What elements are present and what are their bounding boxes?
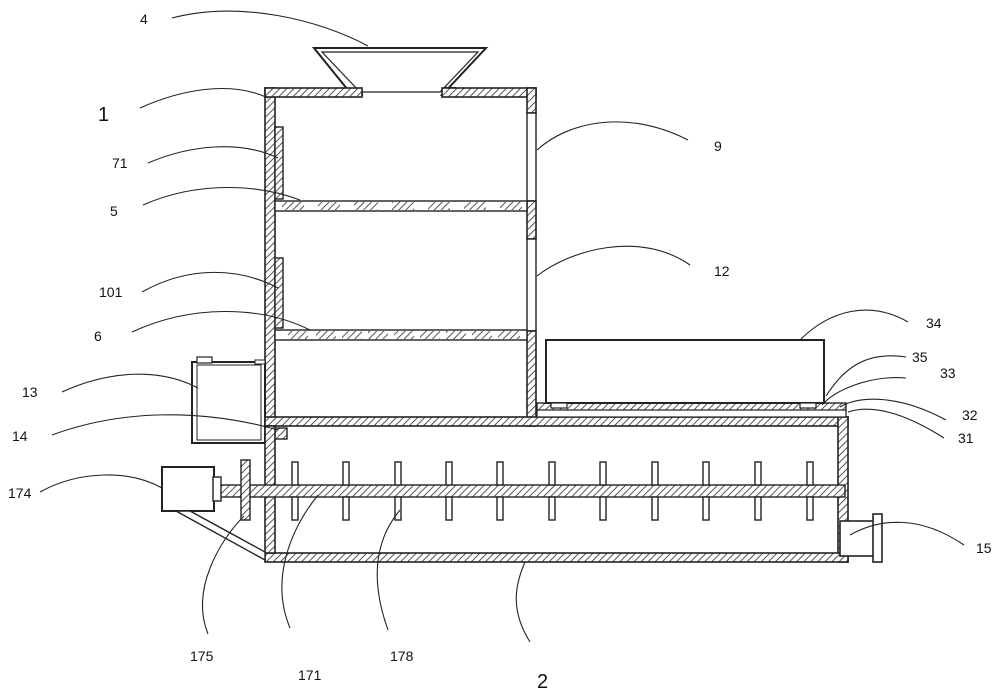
side-box-13 bbox=[191, 356, 266, 444]
label-171: 171 bbox=[298, 667, 322, 683]
door-9 bbox=[526, 112, 537, 202]
tower-right-wall-upper bbox=[526, 87, 537, 114]
label-13: 13 bbox=[22, 384, 38, 400]
motor-174 bbox=[161, 466, 266, 562]
paddles-178 bbox=[291, 461, 814, 521]
label-5: 5 bbox=[110, 203, 118, 219]
label-31: 31 bbox=[958, 430, 974, 446]
label-6: 6 bbox=[94, 328, 102, 344]
door-12 bbox=[526, 238, 537, 332]
label-101: 101 bbox=[99, 284, 123, 300]
tower-top-left bbox=[264, 87, 363, 98]
vibrator-101 bbox=[274, 257, 284, 329]
vibrator-71 bbox=[274, 126, 284, 200]
screen-6 bbox=[274, 329, 528, 341]
label-175: 175 bbox=[190, 648, 214, 664]
label-178: 178 bbox=[390, 648, 414, 664]
label-71: 71 bbox=[112, 155, 128, 171]
bearing-175 bbox=[240, 459, 251, 521]
label-32: 32 bbox=[962, 407, 978, 423]
tower-right-wall-mid bbox=[526, 200, 537, 240]
label-33: 33 bbox=[940, 365, 956, 381]
label-1: 1 bbox=[98, 104, 109, 126]
label-15: 15 bbox=[976, 540, 992, 556]
screw-shaft-171 bbox=[214, 484, 846, 498]
label-9: 9 bbox=[714, 138, 722, 154]
label-35: 35 bbox=[912, 349, 928, 365]
tower-top-right bbox=[441, 87, 537, 98]
label-34: 34 bbox=[926, 315, 942, 331]
leader-lines bbox=[39, 10, 965, 643]
label-2: 2 bbox=[537, 671, 548, 693]
label-174: 174 bbox=[8, 485, 32, 501]
label-14: 14 bbox=[12, 428, 28, 444]
discharge-15 bbox=[839, 513, 883, 563]
screen-5 bbox=[274, 200, 528, 212]
tray-assembly bbox=[536, 339, 847, 418]
label-12: 12 bbox=[714, 263, 730, 279]
tower-left-wall bbox=[264, 87, 276, 427]
label-4: 4 bbox=[140, 11, 148, 27]
feed-hopper-inner bbox=[320, 51, 480, 93]
tower-right-wall-lower bbox=[526, 330, 537, 427]
